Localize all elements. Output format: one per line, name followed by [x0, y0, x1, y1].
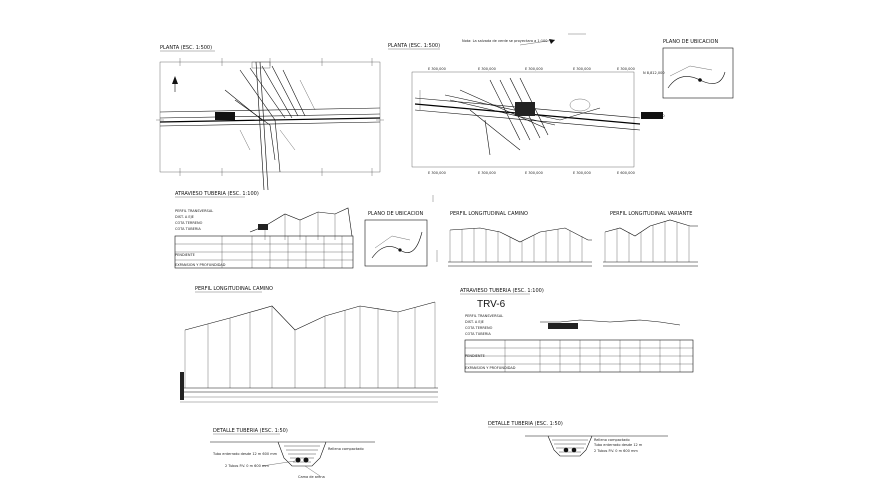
atravieso-1-panel: ATRAVIESO TUBERIA (ESC. 1:100) PERFIL TR…	[174, 191, 354, 269]
atravieso-2-title: ATRAVIESO TUBERIA (ESC. 1:100)	[460, 288, 544, 294]
perfil-variante-panel: PERFIL LONGITUDINAL VARIANTE	[603, 211, 698, 267]
detalle-right-note-3: 2 Tubos P.V. 0 m 600 mm	[594, 449, 638, 453]
detalle-left-panel: DETALLE TUBERIA (ESC. 1:50) Relleno comp…	[210, 428, 375, 479]
atravieso-1-row-5: PENDIENTE	[175, 253, 195, 257]
coord-top-1: E 300,000	[428, 67, 446, 71]
atravieso-1-title: ATRAVIESO TUBERIA (ESC. 1:100)	[175, 191, 259, 197]
detalle-left-note-1: Relleno compactado	[328, 447, 364, 451]
north-arrow-icon	[172, 76, 178, 92]
planta-left-panel: PLANTA (ESC. 1:500)	[156, 45, 384, 191]
coord-bottom-3: E 300,000	[525, 171, 543, 175]
plano-ubicacion-title: PLANO DE UBICACION	[663, 39, 718, 45]
detalle-right-panel: DETALLE TUBERIA (ESC. 1:50) Relleno comp…	[488, 421, 668, 457]
atravieso-1-row-4: COTA TUBERIA	[175, 227, 201, 231]
coord-top-4: E 300,000	[573, 67, 591, 71]
atravieso-1-row-3: COTA TERRENO	[175, 221, 203, 225]
coord-top-3: E 300,000	[525, 67, 543, 71]
perfil-variante-title: PERFIL LONGITUDINAL VARIANTE	[610, 211, 692, 217]
atravieso-2-row-1: PERFIL TRANSVERSAL	[465, 314, 503, 318]
sheet-marks	[432, 195, 438, 262]
perfil-long-main-title: PERFIL LONGITUDINAL CAMINO	[195, 286, 273, 292]
atravieso-2-row-6: EXPANSION Y PROFUNDIDAD	[465, 366, 516, 370]
planta-left-title: PLANTA (ESC. 1:500)	[160, 45, 212, 51]
atravieso-2-panel: ATRAVIESO TUBERIA (ESC. 1:100) TRV-6 PER…	[460, 288, 694, 373]
detalle-right-note-1: Relleno compactado	[594, 438, 630, 442]
planta-right-note: Nota: La salvada de verde se proyectara …	[462, 39, 548, 43]
detalle-right-title: DETALLE TUBERIA (ESC. 1:50)	[488, 421, 563, 427]
detalle-left-title: DETALLE TUBERIA (ESC. 1:50)	[213, 428, 288, 434]
detalle-left-note-3: 2 Tubos P.V. 0 m 600 mm	[225, 464, 269, 468]
perfil-camino-panel: PERFIL LONGITUDINAL CAMINO	[448, 211, 592, 267]
atravieso-2-row-3: COTA TERRENO	[465, 326, 493, 330]
atravieso-1-row-6: EXPANSION Y PROFUNDIDAD	[175, 263, 226, 267]
coord-right: N 8,812,000	[643, 71, 665, 75]
atravieso-2-row-2: DIST. A EJE	[465, 320, 484, 324]
plano-ubicacion-panel: PLANO DE UBICACION	[662, 39, 734, 99]
detalle-left-note-2: Tubo enterrado desde 12 m 600 mm	[212, 452, 278, 456]
coord-top-2: E 300,000	[478, 67, 496, 71]
perfil-camino-title: PERFIL LONGITUDINAL CAMINO	[450, 211, 528, 217]
coord-bottom-5: E 600,000	[617, 171, 635, 175]
planta-right-title: PLANTA (ESC. 1:500)	[388, 43, 440, 49]
plano-ubicacion-small-panel: PLANO DE UBICACION	[364, 211, 428, 267]
plano-ubicacion-small-title: PLANO DE UBICACION	[368, 211, 423, 217]
atravieso-1-row-2: DIST. A EJE	[175, 215, 194, 219]
coord-bottom-4: E 300,000	[573, 171, 591, 175]
detalle-left-note-4: Cama de arena	[298, 475, 325, 479]
planta-right-panel: PLANTA (ESC. 1:500) Nota: La salvada de …	[388, 33, 665, 175]
detalle-right-note-2: Tubo enterrado desde 12 m	[593, 443, 643, 447]
coord-top-5: E 300,000	[617, 67, 635, 71]
coord-bottom-2: E 300,000	[478, 171, 496, 175]
coord-bottom-1: E 300,000	[428, 171, 446, 175]
trv-label: TRV-6	[477, 299, 506, 310]
atravieso-1-row-1: PERFIL TRANSVERSAL	[175, 209, 213, 213]
atravieso-2-row-4: COTA TUBERIA	[465, 332, 491, 336]
perfil-longitudinal-main-panel: PERFIL LONGITUDINAL CAMINO	[180, 286, 438, 403]
